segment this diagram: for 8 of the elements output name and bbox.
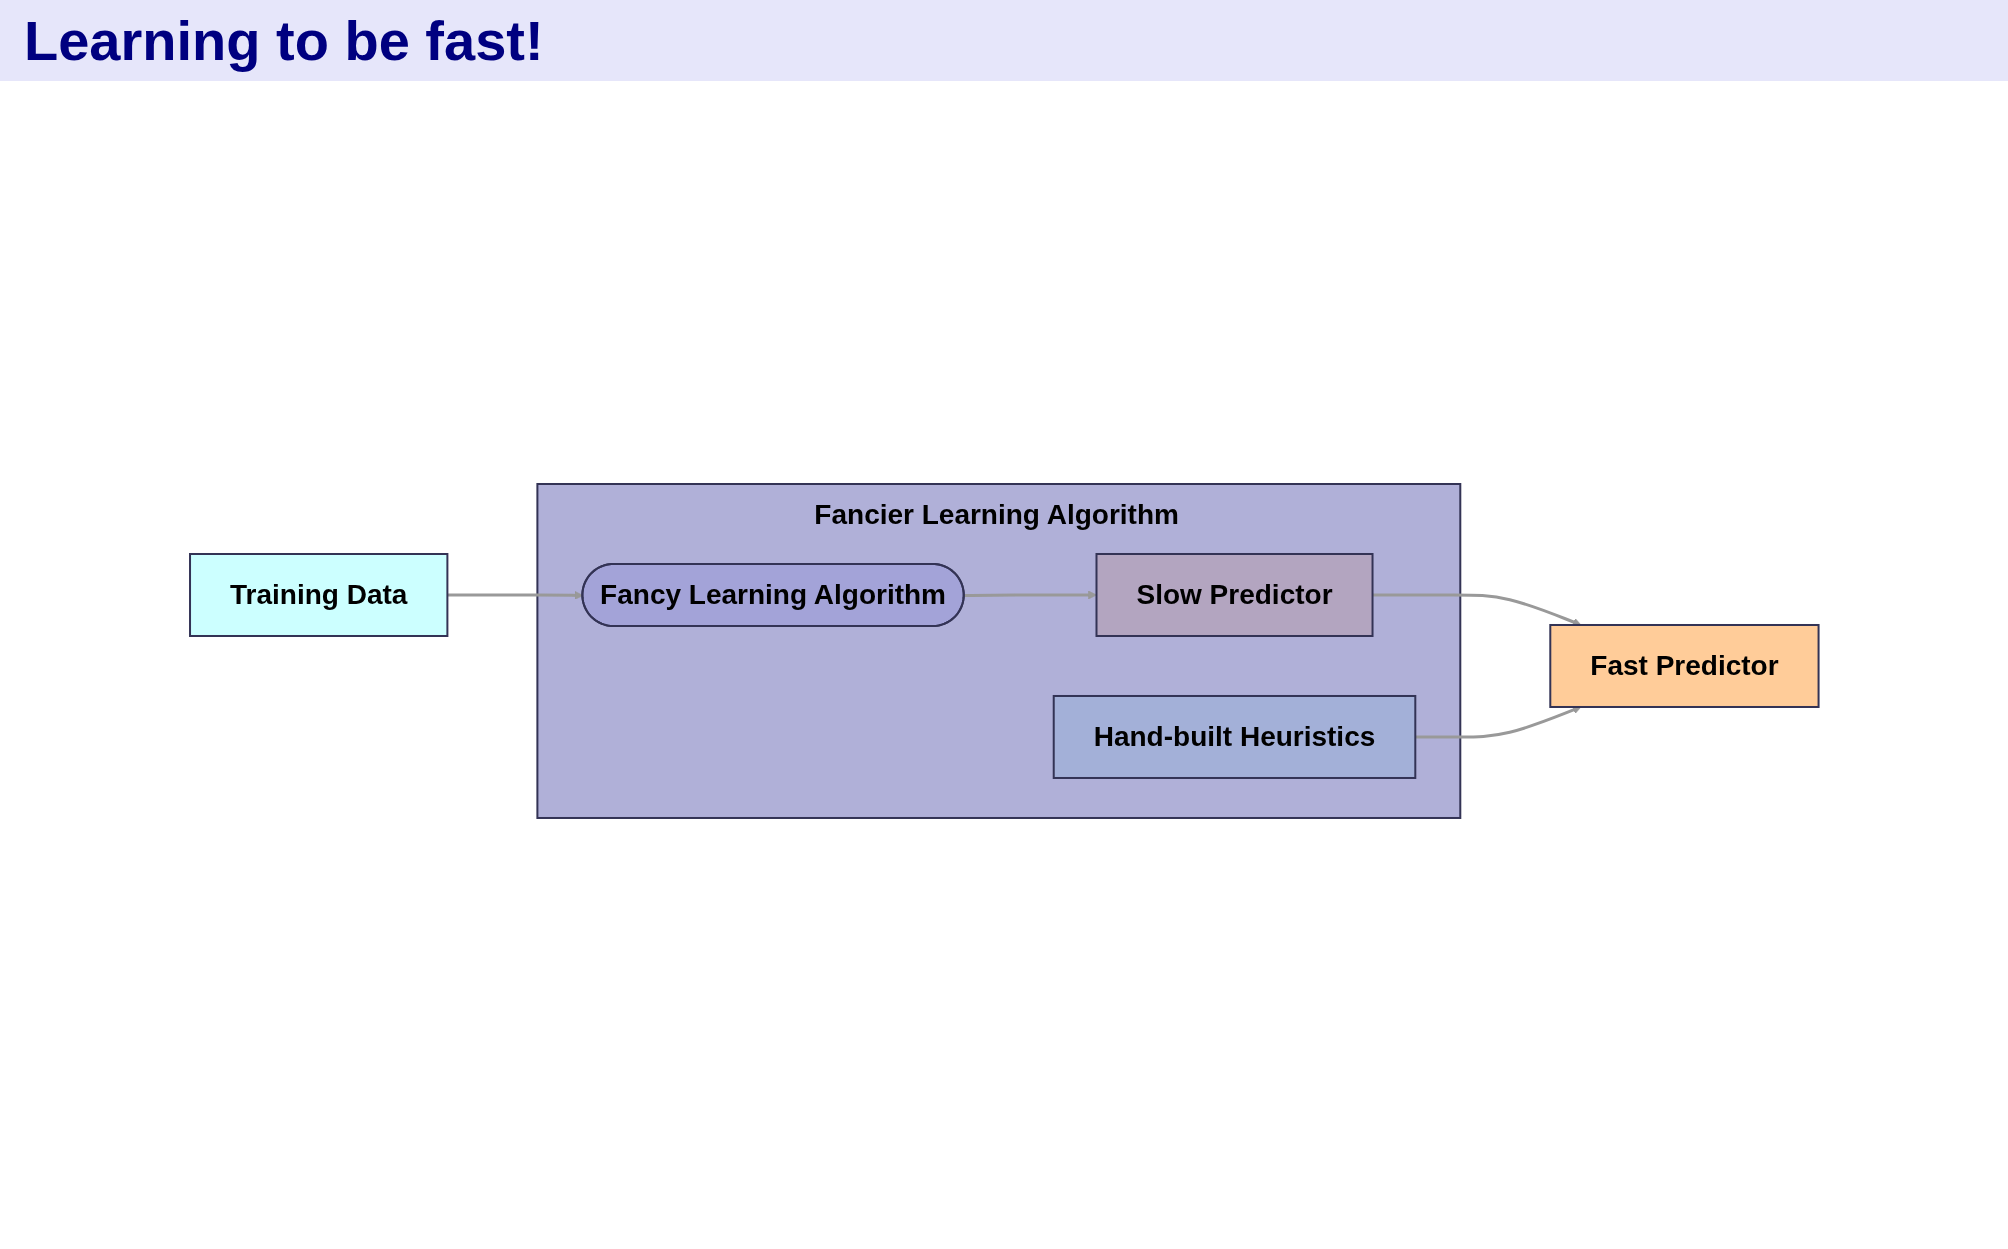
node-box: Fast Predictor	[1549, 624, 1820, 708]
arrow	[1415, 705, 1582, 739]
slide-title: Learning to be fast!	[0, 0, 2008, 81]
node-box: Slow Predictor	[1095, 553, 1374, 637]
node-box: Training Data	[188, 553, 449, 637]
arrow	[447, 591, 583, 600]
arrow	[963, 590, 1097, 600]
node-box: Hand-built Heuristics	[1052, 695, 1416, 779]
